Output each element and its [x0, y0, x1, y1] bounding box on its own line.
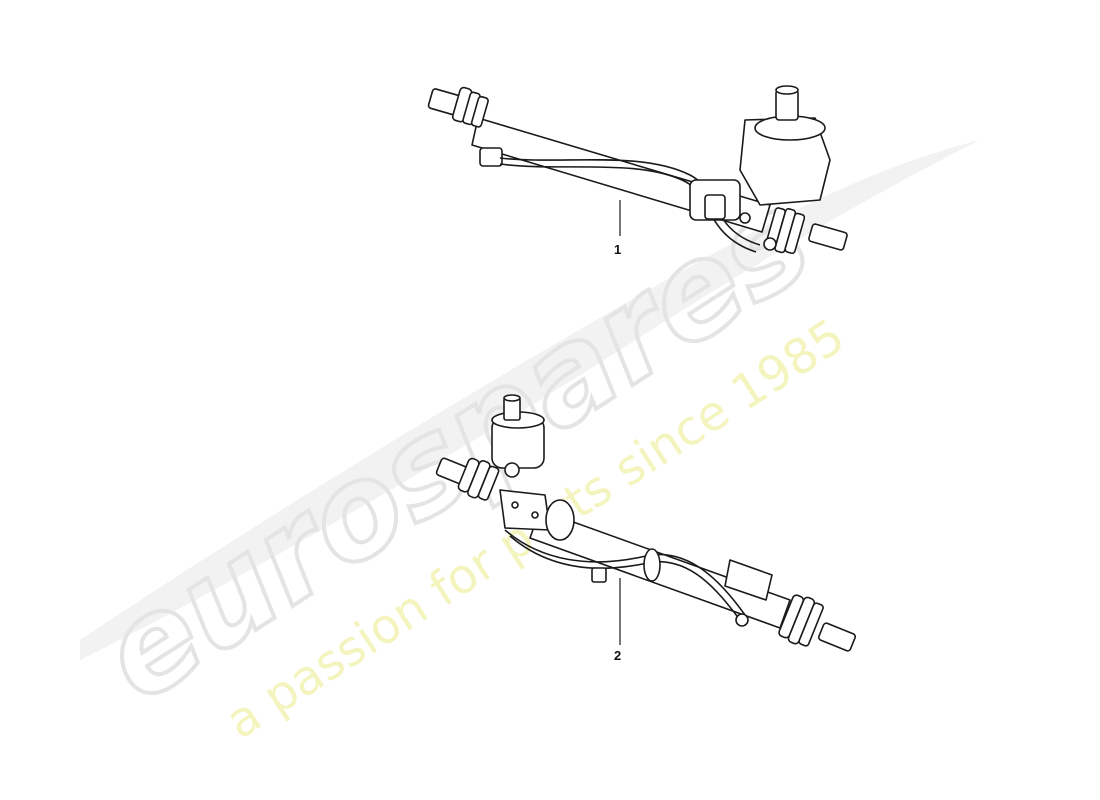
watermark-brand: eurospares — [76, 165, 836, 731]
steering-rack-1 — [427, 85, 848, 255]
callout-label-1: 1 — [614, 242, 622, 257]
callout-label-2: 2 — [614, 648, 622, 663]
steering-rack-2 — [435, 394, 857, 652]
watermark-swoosh — [80, 140, 980, 660]
